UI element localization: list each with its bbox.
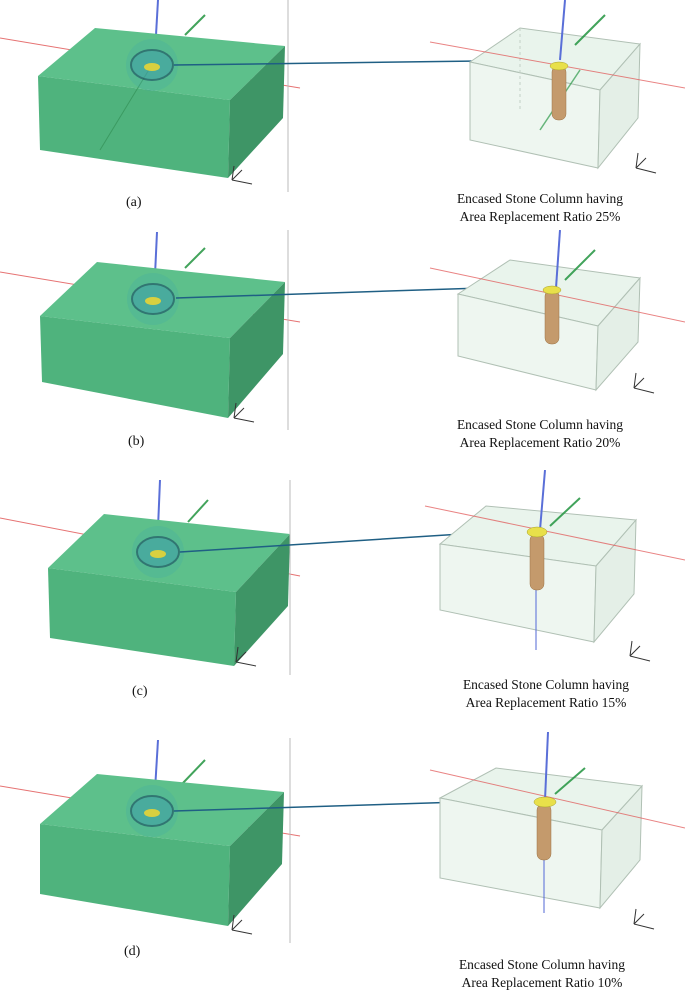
encased-column-model [429,230,685,394]
panel-c: (c) Encased Stone Column having Area Rep… [0,470,685,718]
panel-d-graphic [0,731,685,943]
panel-caption-line2: Area Replacement Ratio 15% [465,695,627,710]
panel-d: (d) Encased Stone Column having Area Rep… [0,718,685,993]
panel-label: (b) [128,434,145,449]
encased-column-model [424,470,685,662]
panel-b: (b) Encased Stone Column having Area Rep… [0,230,685,470]
axis-triad-icon [231,165,253,185]
panel-a-graphic [0,0,685,192]
panel-caption-line2: Area Replacement Ratio 20% [459,435,621,450]
panel-caption-line1: Encased Stone Column having [462,677,630,692]
axis-triad-icon [635,152,657,174]
soil-block-model [0,738,301,943]
panel-label: (a) [126,195,142,210]
soil-block-model [0,230,301,430]
panel-caption-line2: Area Replacement Ratio 10% [461,975,623,990]
axis-triad-icon [233,402,255,423]
panel-caption-line1: Encased Stone Column having [456,417,624,432]
axis-triad-icon [231,914,253,935]
soil-block-model [0,0,301,192]
panel-caption-line1: Encased Stone Column having [456,191,624,206]
panel-a: (a) Encased Stone Column having Area Rep… [0,0,685,230]
soil-block-model [0,479,301,675]
encased-column-model [429,731,685,930]
axis-triad-icon [235,646,257,667]
axis-triad-icon [633,908,655,930]
encased-column-model [429,0,685,174]
panel-label: (d) [124,944,141,959]
panel-caption-line1: Encased Stone Column having [458,957,626,972]
panel-c-graphic [0,470,685,675]
panel-b-graphic [0,230,685,430]
panel-label: (c) [132,684,148,699]
panel-caption-line2: Area Replacement Ratio 25% [459,209,621,224]
axis-triad-icon [633,372,655,394]
axis-triad-icon [629,640,651,662]
